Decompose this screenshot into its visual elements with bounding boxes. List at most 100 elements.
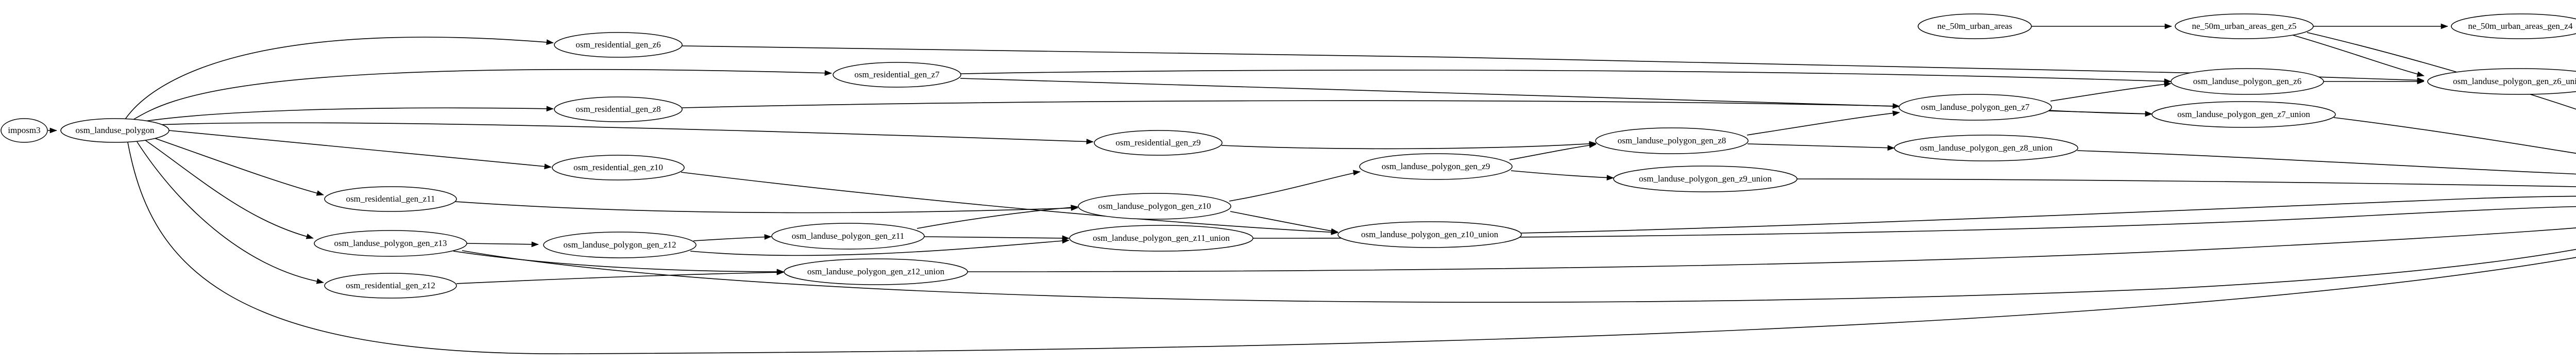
- node-shape[interactable]: [2171, 68, 2324, 95]
- node-shape[interactable]: [324, 186, 457, 212]
- edge-line: [693, 236, 772, 241]
- edge-arrowhead-icon: [1086, 139, 1094, 144]
- edge-arrowhead-icon: [49, 127, 57, 134]
- graph-node-osm_residential_gen_z12[interactable]: osm_residential_gen_z12: [324, 273, 457, 299]
- node-shape[interactable]: [784, 258, 968, 285]
- graph-node-osm_landuse_polygon_gen_z12_union[interactable]: osm_landuse_polygon_gen_z12_union: [784, 258, 968, 285]
- edge-line: [1747, 143, 1895, 149]
- edge-line: [1511, 170, 1614, 178]
- edge-arrowhead-icon: [546, 106, 554, 112]
- graph-node-osm_landuse_polygon_gen_z9[interactable]: osm_landuse_polygon_gen_z9: [1359, 153, 1513, 180]
- graph-node-osm_landuse_polygon_gen_z11[interactable]: osm_landuse_polygon_gen_z11: [771, 223, 925, 250]
- edge-line: [690, 240, 1070, 256]
- graph-node-osm_landuse_polygon[interactable]: osm_landuse_polygon: [60, 118, 170, 143]
- graph-node-osm_residential_gen_z8[interactable]: osm_residential_gen_z8: [554, 96, 683, 122]
- graph-node-osm_residential_gen_z10[interactable]: osm_residential_gen_z10: [552, 155, 685, 180]
- node-shape[interactable]: [60, 118, 170, 143]
- graph-node-osm_landuse_polygon_gen_z6_union[interactable]: osm_landuse_polygon_gen_z6_union: [2427, 68, 2576, 95]
- node-shape[interactable]: [1337, 221, 1522, 248]
- edge-line: [1230, 211, 1338, 233]
- graph-node-imposm3[interactable]: imposm3: [1, 118, 48, 143]
- nodes-layer: imposm3 osm_landuse_polygon osm_residentia…: [1, 13, 2576, 299]
- graph-edge: [145, 140, 314, 239]
- graph-node-osm_landuse_polygon_gen_z7[interactable]: osm_landuse_polygon_gen_z7: [1899, 94, 2052, 121]
- edge-arrowhead-icon: [2416, 71, 2425, 77]
- node-shape[interactable]: [554, 32, 683, 58]
- graph-edge: [682, 100, 1900, 109]
- graph-node-osm_residential_gen_z11[interactable]: osm_residential_gen_z11: [324, 186, 457, 212]
- node-shape[interactable]: [2175, 13, 2314, 39]
- node-shape[interactable]: [1899, 94, 2052, 121]
- node-label: osm_residential_gen_z7: [854, 70, 940, 79]
- node-shape[interactable]: [833, 62, 961, 88]
- node-shape[interactable]: [1894, 135, 2078, 161]
- edge-line: [960, 70, 2172, 82]
- edge-arrowhead-icon: [2145, 111, 2153, 117]
- edge-arrowhead-icon: [1887, 145, 1895, 151]
- edge-arrowhead-icon: [544, 163, 552, 170]
- graph-edge: [1747, 143, 1895, 151]
- graph-node-osm_landuse_polygon_gen_z11_union[interactable]: osm_landuse_polygon_gen_z11_union: [1069, 225, 1253, 252]
- node-shape[interactable]: [2427, 68, 2576, 95]
- edge-line: [2333, 117, 2576, 154]
- graph-node-osm_landuse_polygon_gen_z7_union[interactable]: osm_landuse_polygon_gen_z7_union: [2151, 101, 2336, 128]
- node-label: imposm3: [8, 125, 40, 135]
- graph-edge: [2313, 23, 2448, 29]
- graph-node-osm_landuse_polygon_gen_z12[interactable]: osm_landuse_polygon_gen_z12: [543, 232, 697, 258]
- graph-node-osm_landuse_polygon_gen_z9_union[interactable]: osm_landuse_polygon_gen_z9_union: [1613, 166, 1798, 192]
- node-shape[interactable]: [1094, 130, 1223, 156]
- graph-node-ne_50m_urban_areas[interactable]: ne_50m_urban_areas: [1918, 13, 2032, 39]
- edge-line: [137, 141, 324, 283]
- node-shape[interactable]: [2151, 101, 2336, 128]
- node-shape[interactable]: [554, 96, 683, 122]
- graph-edge: [1252, 206, 2576, 239]
- graph-node-osm_residential_gen_z6[interactable]: osm_residential_gen_z6: [554, 32, 683, 58]
- graph-edge: [923, 235, 1070, 241]
- node-label: ne_50m_urban_areas_gen_z4: [2468, 21, 2573, 31]
- edge-line: [917, 206, 1078, 229]
- node-shape[interactable]: [543, 232, 697, 258]
- node-shape[interactable]: [1613, 166, 1798, 192]
- graph-node-osm_landuse_polygon_gen_z8[interactable]: osm_landuse_polygon_gen_z8: [1595, 127, 1749, 154]
- node-shape[interactable]: [771, 223, 925, 250]
- graph-node-osm_residential_gen_z7[interactable]: osm_residential_gen_z7: [833, 62, 961, 88]
- graph-node-ne_50m_urban_areas_gen_z4[interactable]: ne_50m_urban_areas_gen_z4: [2451, 13, 2576, 39]
- graph-node-osm_landuse_polygon_gen_z13[interactable]: osm_landuse_polygon_gen_z13: [314, 230, 467, 257]
- graph-node-osm_landuse_polygon_gen_z6[interactable]: osm_landuse_polygon_gen_z6: [2171, 68, 2324, 95]
- node-shape[interactable]: [1359, 153, 1513, 180]
- node-shape[interactable]: [2451, 13, 2576, 39]
- edge-arrowhead-icon: [1071, 204, 1078, 210]
- graph-edge: [1797, 178, 2576, 187]
- node-label: osm_landuse_polygon_gen_z6_union: [2453, 76, 2576, 86]
- node-label: osm_landuse_polygon_gen_z11_union: [1093, 233, 1230, 243]
- graph-node-osm_landuse_polygon_gen_z10[interactable]: osm_landuse_polygon_gen_z10: [1078, 193, 1231, 220]
- graph-node-osm_landuse_polygon_gen_z8_union[interactable]: osm_landuse_polygon_gen_z8_union: [1894, 135, 2078, 161]
- node-label: osm_landuse_polygon_gen_z8_union: [1920, 143, 2053, 153]
- node-shape[interactable]: [1069, 225, 1253, 252]
- graph-edge: [693, 234, 772, 241]
- node-shape[interactable]: [1, 118, 48, 143]
- node-label: osm_landuse_polygon_gen_z9_union: [1639, 174, 1772, 184]
- edge-line: [1520, 195, 2576, 234]
- edge-arrowhead-icon: [531, 241, 539, 248]
- node-shape[interactable]: [1595, 127, 1749, 154]
- edge-line: [2077, 150, 2576, 175]
- node-shape[interactable]: [324, 273, 457, 299]
- node-shape[interactable]: [314, 230, 467, 257]
- graph-edge: [2077, 150, 2576, 175]
- graph-edge: [168, 130, 552, 170]
- node-shape[interactable]: [552, 155, 685, 180]
- node-shape[interactable]: [1078, 193, 1231, 220]
- graph-edge: [127, 142, 2576, 354]
- graph-node-osm_landuse_polygon_gen_z10_union[interactable]: osm_landuse_polygon_gen_z10_union: [1337, 221, 1522, 248]
- graph-node-osm_residential_gen_z9[interactable]: osm_residential_gen_z9: [1094, 130, 1223, 156]
- graph-edge: [456, 269, 784, 284]
- graph-node-ne_50m_urban_areas_gen_z5[interactable]: ne_50m_urban_areas_gen_z5: [2175, 13, 2314, 39]
- node-label: osm_residential_gen_z9: [1115, 138, 1200, 147]
- edge-arrowhead-icon: [1892, 110, 1900, 117]
- node-label: osm_residential_gen_z12: [346, 281, 435, 290]
- edge-arrowhead-icon: [2441, 23, 2448, 29]
- node-shape[interactable]: [1918, 13, 2032, 39]
- graph-edge: [1230, 211, 1338, 234]
- node-label: ne_50m_urban_areas_gen_z5: [2192, 21, 2297, 31]
